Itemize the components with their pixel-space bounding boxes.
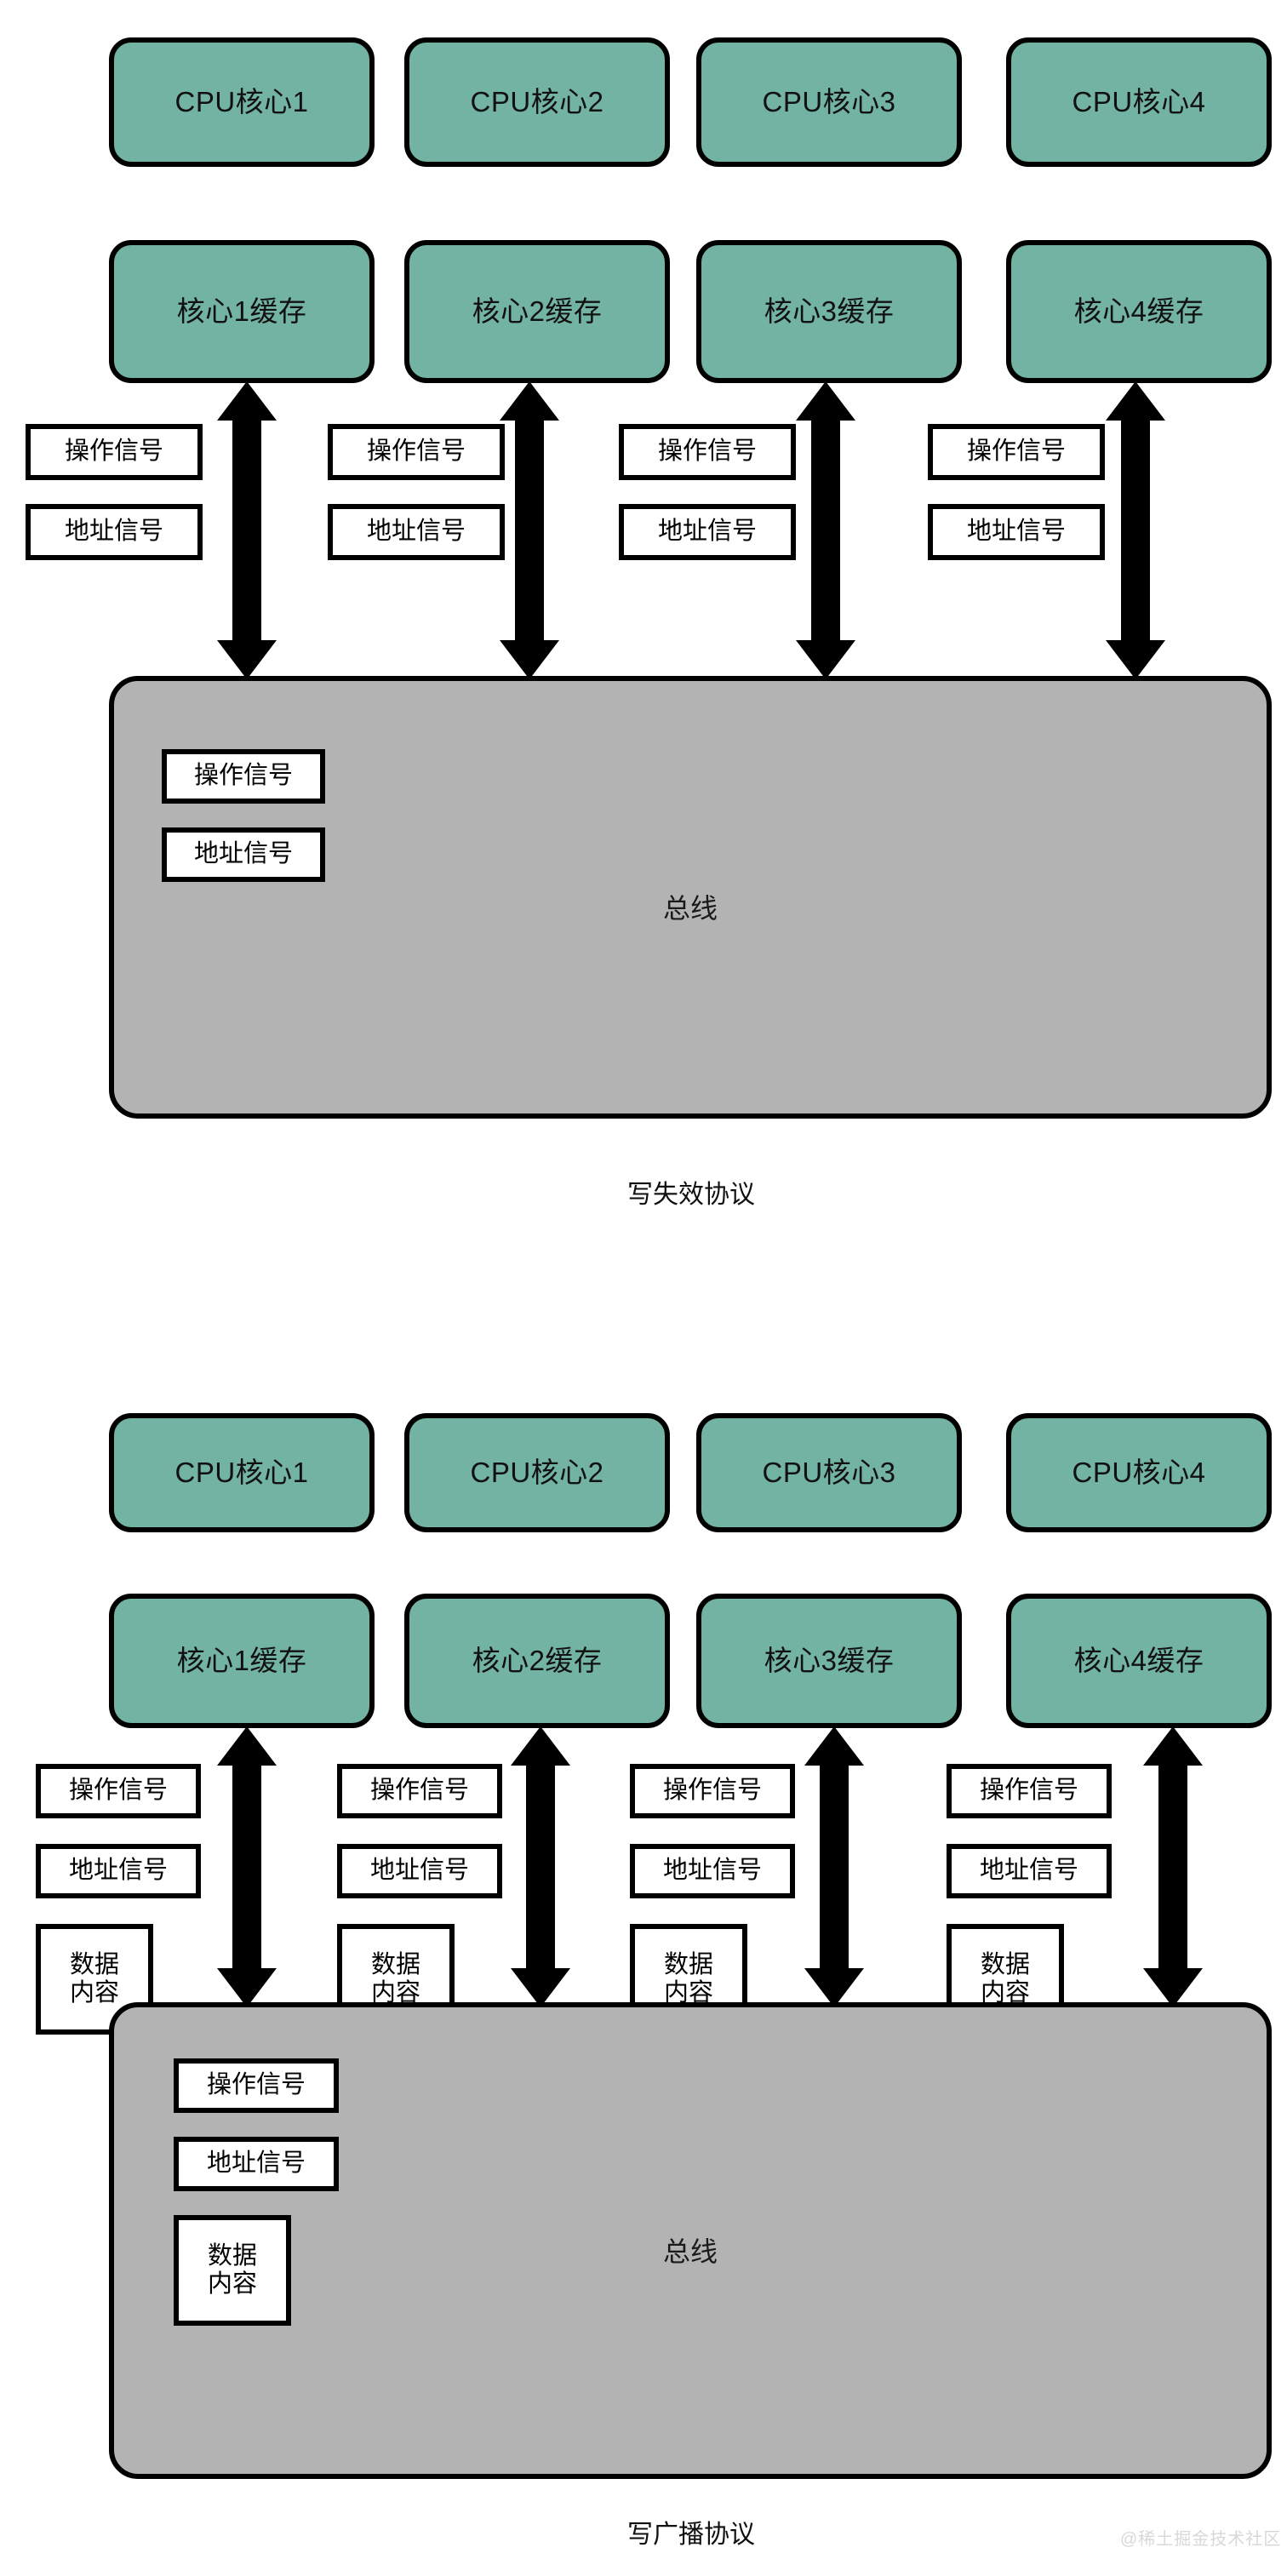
lane-signal-chip-operation-1[interactable]: 操作信号	[36, 1764, 201, 1818]
bus-label: 总线	[662, 2236, 718, 2267]
cache-bus-arrow-2	[495, 381, 563, 679]
cache-bus-arrow-1	[213, 1726, 281, 2007]
cpu-core-box-4[interactable]: CPU核心4	[1006, 37, 1272, 167]
bus-signal-chip-address[interactable]: 地址信号	[174, 2137, 339, 2191]
cache-box-2[interactable]: 核心2缓存	[404, 1594, 670, 1728]
figure-write-invalidate: CPU核心1 CPU核心2 CPU核心3 CPU核心4 核心1缓存 核心2缓存 …	[0, 0, 1287, 1209]
cache-bus-arrow-3	[800, 1726, 868, 2007]
cache-box-3[interactable]: 核心3缓存	[696, 240, 962, 383]
cache-bus-arrow-1	[213, 381, 281, 679]
cpu-core-box-2[interactable]: CPU核心2	[404, 37, 670, 167]
lane-signal-chip-operation-4[interactable]: 操作信号	[947, 1764, 1112, 1818]
cache-bus-arrow-3	[792, 381, 860, 679]
lane-signal-chip-address-1[interactable]: 地址信号	[26, 504, 203, 560]
lane-signal-chip-operation-2[interactable]: 操作信号	[328, 424, 505, 480]
cache-box-1[interactable]: 核心1缓存	[109, 240, 375, 383]
lane-signal-chip-operation-1[interactable]: 操作信号	[26, 424, 203, 480]
cache-bus-arrow-2	[506, 1726, 575, 2007]
cpu-core-box-3[interactable]: CPU核心3	[696, 37, 962, 167]
cache-box-3[interactable]: 核心3缓存	[696, 1594, 962, 1728]
cpu-core-box-1[interactable]: CPU核心1	[109, 37, 375, 167]
lane-signal-chip-address-1[interactable]: 地址信号	[36, 1844, 201, 1898]
cpu-core-box-3[interactable]: CPU核心3	[696, 1413, 962, 1532]
cache-box-4[interactable]: 核心4缓存	[1006, 1594, 1272, 1728]
bus-signal-chip-operation[interactable]: 操作信号	[174, 2058, 339, 2113]
lane-signal-chip-address-4[interactable]: 地址信号	[947, 1844, 1112, 1898]
cpu-core-box-4[interactable]: CPU核心4	[1006, 1413, 1272, 1532]
lane-signal-chip-address-4[interactable]: 地址信号	[928, 504, 1105, 560]
lane-signal-chip-operation-3[interactable]: 操作信号	[619, 424, 796, 480]
lane-signal-chip-operation-4[interactable]: 操作信号	[928, 424, 1105, 480]
lane-signal-chip-operation-3[interactable]: 操作信号	[630, 1764, 795, 1818]
cache-box-4[interactable]: 核心4缓存	[1006, 240, 1272, 383]
cache-box-1[interactable]: 核心1缓存	[109, 1594, 375, 1728]
lane-signal-chip-address-3[interactable]: 地址信号	[630, 1844, 795, 1898]
cache-bus-arrow-4	[1101, 381, 1170, 679]
bus-container: 总线	[109, 2002, 1272, 2479]
figure-caption-write-invalidate: 写失效协议	[627, 1181, 755, 1209]
lane-signal-chip-address-3[interactable]: 地址信号	[619, 504, 796, 560]
figure-caption-write-broadcast: 写广播协议	[627, 2521, 755, 2549]
bus-signal-chip-address[interactable]: 地址信号	[162, 827, 325, 882]
bus-container: 总线	[109, 676, 1272, 1119]
figure-write-broadcast: CPU核心1 CPU核心2 CPU核心3 CPU核心4 核心1缓存 核心2缓存 …	[0, 1413, 1287, 2576]
watermark-label: @稀土掘金技术社区	[1120, 2530, 1282, 2549]
cache-box-2[interactable]: 核心2缓存	[404, 240, 670, 383]
cache-bus-arrow-4	[1139, 1726, 1207, 2007]
lane-signal-chip-operation-2[interactable]: 操作信号	[337, 1764, 502, 1818]
bus-signal-chip-data[interactable]: 数据 内容	[174, 2215, 291, 2326]
bus-label: 总线	[662, 893, 718, 924]
lane-signal-chip-address-2[interactable]: 地址信号	[328, 504, 505, 560]
lane-signal-chip-address-2[interactable]: 地址信号	[337, 1844, 502, 1898]
cpu-core-box-1[interactable]: CPU核心1	[109, 1413, 375, 1532]
bus-signal-chip-operation[interactable]: 操作信号	[162, 749, 325, 804]
cpu-core-box-2[interactable]: CPU核心2	[404, 1413, 670, 1532]
lane-signal-chip-data-1[interactable]: 数据 内容	[36, 1924, 153, 2035]
